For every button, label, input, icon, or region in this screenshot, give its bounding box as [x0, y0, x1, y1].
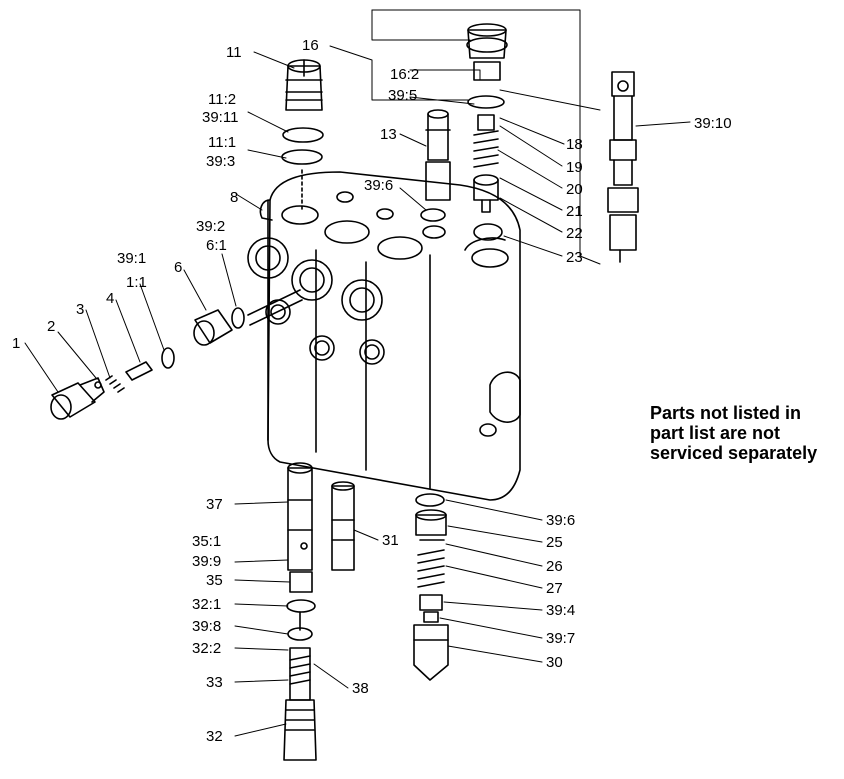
label-16: 16 — [302, 37, 319, 54]
label-35-1: 35:1 — [192, 533, 221, 550]
label-39-10: 39:10 — [694, 115, 732, 132]
label-19: 19 — [566, 159, 583, 176]
part-37-35-32-assembly — [283, 462, 317, 761]
label-39-9: 39:9 — [192, 553, 221, 570]
label-11-2: 11:2 — [208, 91, 236, 108]
service-note: Parts not listed in part list are not se… — [650, 403, 840, 463]
label-32-2: 32:2 — [192, 640, 221, 657]
label-35: 35 — [206, 572, 223, 589]
label-25: 25 — [546, 534, 563, 551]
label-39-6-top: 39:6 — [364, 177, 393, 194]
label-39-5: 39:5 — [388, 87, 417, 104]
label-39-11: 39:11 — [202, 109, 238, 126]
label-39-4: 39:4 — [546, 602, 575, 619]
label-11: 11 — [226, 44, 242, 61]
label-30: 30 — [546, 654, 563, 671]
label-21: 21 — [566, 203, 583, 220]
label-1-1: 1:1 — [126, 274, 147, 291]
label-1: 1 — [12, 335, 20, 352]
label-11-1: 11:1 — [208, 134, 236, 151]
inlet-plug-assembly — [50, 289, 303, 420]
label-37: 37 — [206, 496, 223, 513]
service-note-line-3: serviced separately — [650, 443, 818, 463]
label-33: 33 — [206, 674, 223, 691]
leader-lines — [24, 9, 691, 737]
callout-labels: 1 2 3 4 1:1 39:1 6 6:1 39:2 8 11 11:2 39… — [12, 37, 732, 745]
part-16-stack — [466, 23, 508, 241]
service-note-line-2: part list are not — [650, 423, 781, 443]
label-4: 4 — [106, 290, 114, 307]
label-39-2: 39:2 — [196, 218, 225, 235]
label-39-1: 39:1 — [117, 250, 146, 267]
label-2: 2 — [47, 318, 55, 335]
label-32-1: 32:1 — [192, 596, 221, 613]
label-39-6-bottom: 39:6 — [546, 512, 575, 529]
part-39-10-linkage — [607, 71, 639, 263]
label-27: 27 — [546, 580, 563, 597]
label-18: 18 — [566, 136, 583, 153]
label-6: 6 — [174, 259, 182, 276]
label-39-7: 39:7 — [546, 630, 575, 647]
label-23: 23 — [566, 249, 583, 266]
label-13: 13 — [380, 126, 397, 143]
part-25-30-assembly — [413, 493, 449, 681]
label-3: 3 — [76, 301, 84, 318]
valve-body — [247, 171, 521, 501]
label-16-2: 16:2 — [390, 66, 419, 83]
label-20: 20 — [566, 181, 583, 198]
part-31-spool — [331, 481, 355, 571]
label-39-3: 39:3 — [206, 153, 235, 170]
label-32: 32 — [206, 728, 223, 745]
label-8: 8 — [230, 189, 238, 206]
label-31: 31 — [382, 532, 399, 549]
label-39-8: 39:8 — [192, 618, 221, 635]
label-38: 38 — [352, 680, 369, 697]
label-26: 26 — [546, 558, 563, 575]
label-22: 22 — [566, 225, 583, 242]
service-note-line-1: Parts not listed in — [650, 403, 802, 423]
label-6-1: 6:1 — [206, 237, 227, 254]
part-13-spool — [420, 109, 451, 222]
